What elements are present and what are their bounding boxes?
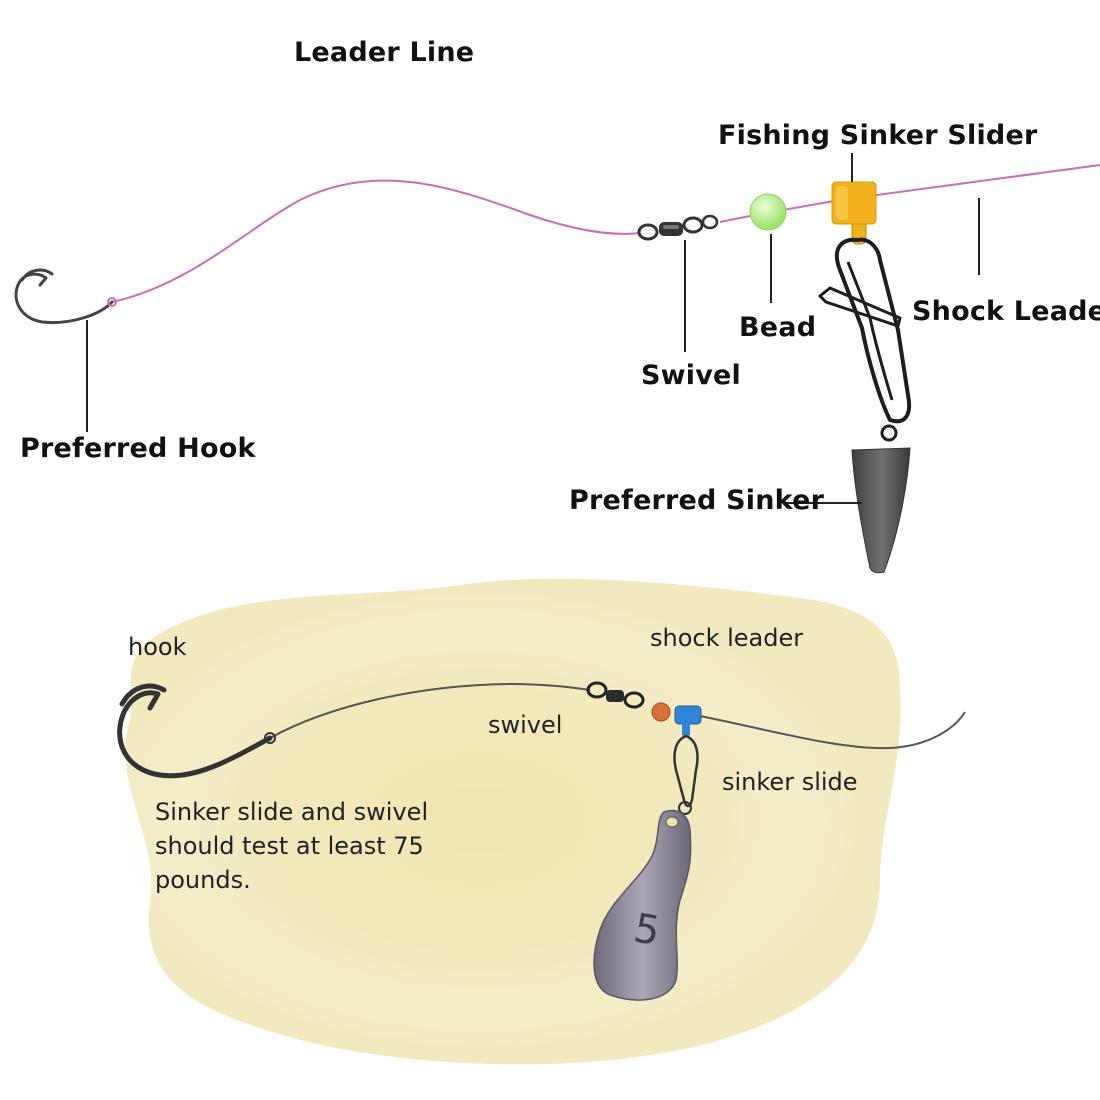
- swivel-icon: [637, 214, 719, 241]
- label-bead: Bead: [739, 312, 817, 343]
- label-bottom-swivel: swivel: [488, 711, 563, 739]
- bottom-shock-leader-line: [699, 711, 966, 750]
- label-hook: hook: [128, 633, 187, 661]
- label-preferred-sinker: Preferred Sinker: [569, 485, 825, 516]
- bottom-sinker-slide-icon: [673, 705, 702, 815]
- bottom-leader-line: [269, 682, 591, 739]
- label-fishing-sinker-slider: Fishing Sinker Slider: [718, 120, 1038, 151]
- preferred-hook-icon: [14, 268, 114, 325]
- label-sinker-slide: sinker slide: [722, 768, 858, 796]
- note-line: pounds.: [155, 866, 251, 894]
- note-line: Sinker slide and swivel: [155, 798, 429, 826]
- label-leader-line: Leader Line: [294, 37, 475, 68]
- snap-clip-icon: [818, 237, 911, 442]
- leader-line: [111, 179, 641, 303]
- label-preferred-hook: Preferred Hook: [20, 433, 256, 464]
- label-swivel: Swivel: [641, 360, 742, 391]
- note-line: should test at least 75: [155, 832, 424, 860]
- bead-icon: [749, 193, 787, 231]
- bottom-swivel-icon: [586, 681, 645, 709]
- bottom-hook-icon: [117, 683, 273, 779]
- fishing-sinker-slider-icon: [831, 181, 877, 245]
- bottom-sinker-icon: [593, 809, 692, 1001]
- strength-note: Sinker slide and swivel should test at l…: [155, 795, 428, 897]
- shock-leader-line: [719, 164, 1100, 223]
- bottom-bead-icon: [651, 702, 671, 722]
- preferred-sinker-icon: [851, 447, 911, 574]
- label-shock-leader: Shock Leader: [912, 296, 1100, 327]
- label-bottom-shock-leader: shock leader: [650, 624, 804, 652]
